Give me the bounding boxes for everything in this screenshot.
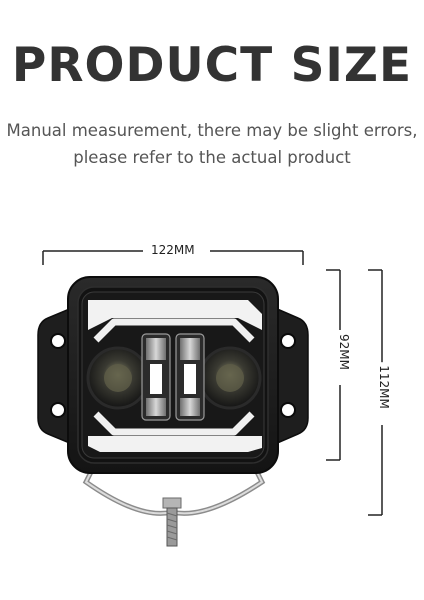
inner-height-dimension-line bbox=[326, 269, 341, 461]
measurement-note-line2: please refer to the actual product bbox=[73, 148, 351, 167]
page-title: PRODUCT SIZE bbox=[11, 38, 413, 93]
flange-holes bbox=[50, 333, 296, 418]
width-label: 122MM bbox=[148, 243, 198, 257]
halo-ring bbox=[88, 300, 262, 452]
center-led-chips bbox=[141, 333, 205, 421]
width-dimension-line bbox=[42, 250, 304, 265]
measurement-note-line1: Manual measurement, there may be slight … bbox=[6, 121, 418, 140]
mounting-bolt bbox=[162, 497, 182, 547]
total-height-dimension-line bbox=[368, 269, 383, 516]
halo-frame bbox=[93, 318, 255, 436]
